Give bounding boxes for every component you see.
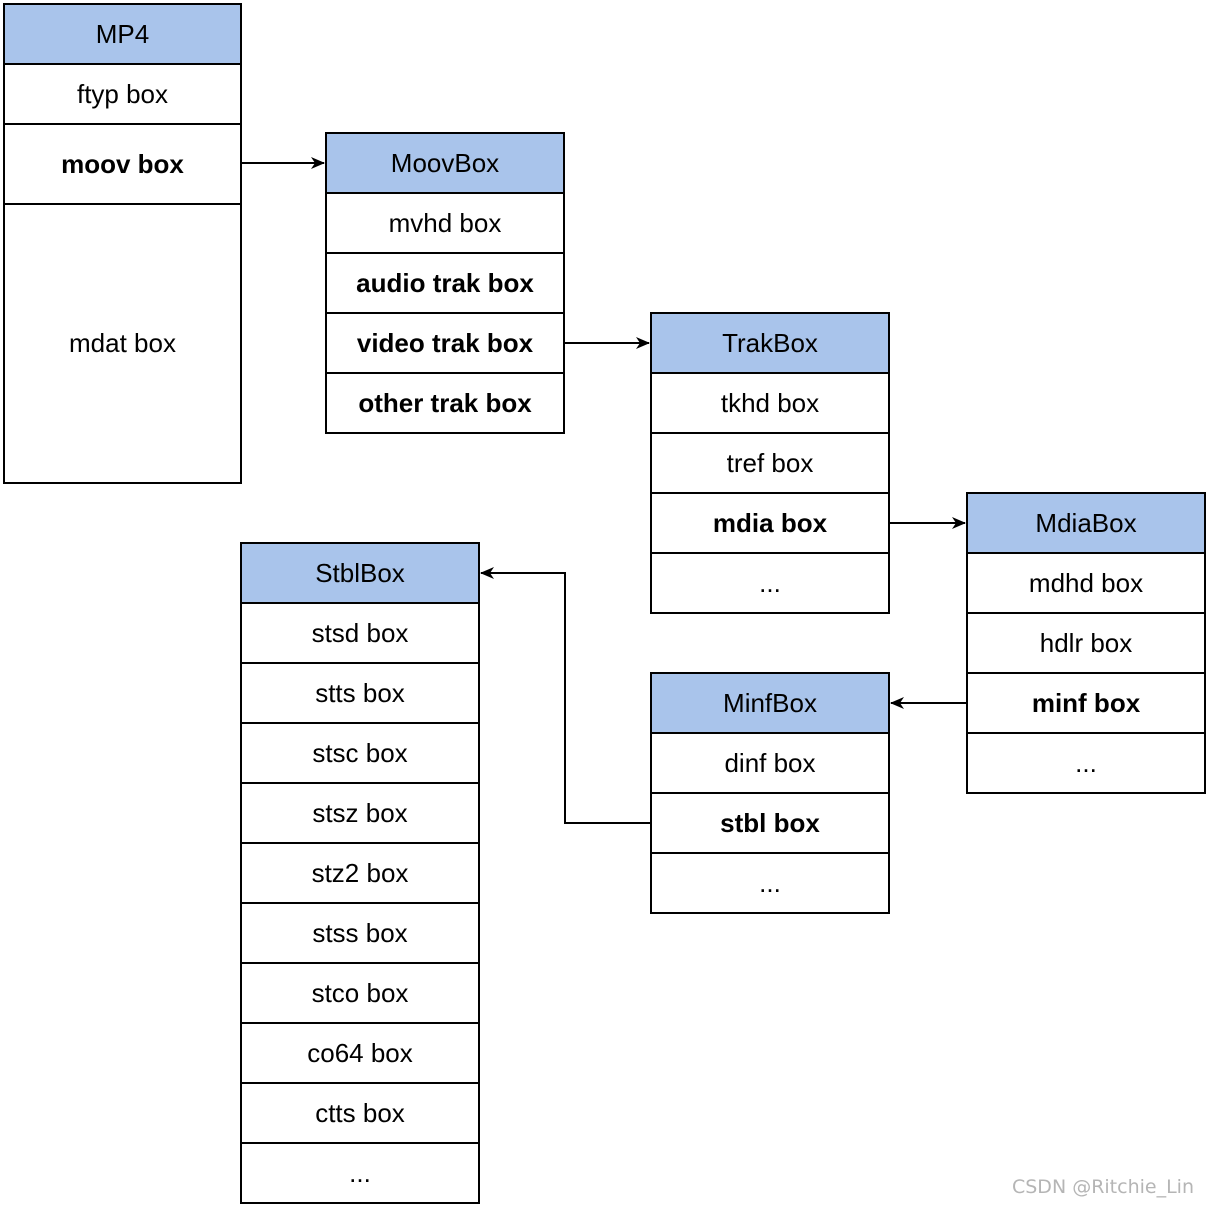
- dinf-box-cell: dinf box: [652, 732, 888, 792]
- mp4-box: MP4 ftyp box moov box mdat box: [3, 3, 242, 484]
- watermark-text: CSDN @Ritchie_Lin: [1011, 1176, 1194, 1198]
- minf-box-cell: minf box: [968, 672, 1204, 732]
- minfbox-more-cell: ...: [652, 852, 888, 912]
- audio-trak-box-cell: audio trak box: [327, 252, 563, 312]
- minfbox-title: MinfBox: [652, 674, 888, 732]
- mdiabox-more-cell: ...: [968, 732, 1204, 792]
- hdlr-box-cell: hdlr box: [968, 612, 1204, 672]
- co64-box-cell: co64 box: [242, 1022, 478, 1082]
- stco-box-cell: stco box: [242, 962, 478, 1022]
- stblbox-title: StblBox: [242, 544, 478, 602]
- arrow-stbl-to-stblbox: [480, 567, 651, 824]
- stsd-box-cell: stsd box: [242, 602, 478, 662]
- other-trak-box-cell: other trak box: [327, 372, 563, 432]
- stts-box-cell: stts box: [242, 662, 478, 722]
- trakbox-title: TrakBox: [652, 314, 888, 372]
- stsz-box-cell: stsz box: [242, 782, 478, 842]
- trakbox: TrakBox tkhd box tref box mdia box ...: [650, 312, 890, 614]
- stbl-box-cell: stbl box: [652, 792, 888, 852]
- tkhd-box-cell: tkhd box: [652, 372, 888, 432]
- ctts-box-cell: ctts box: [242, 1082, 478, 1142]
- video-trak-box-cell: video trak box: [327, 312, 563, 372]
- mdhd-box-cell: mdhd box: [968, 552, 1204, 612]
- stss-box-cell: stss box: [242, 902, 478, 962]
- trakbox-more-cell: ...: [652, 552, 888, 612]
- ftyp-box-cell: ftyp box: [5, 63, 240, 123]
- stblbox: StblBox stsd box stts box stsc box stsz …: [240, 542, 480, 1204]
- mdiabox: MdiaBox mdhd box hdlr box minf box ...: [966, 492, 1206, 794]
- stblbox-more-cell: ...: [242, 1142, 478, 1202]
- minfbox: MinfBox dinf box stbl box ...: [650, 672, 890, 914]
- mp4-title: MP4: [5, 5, 240, 63]
- moovbox: MoovBox mvhd box audio trak box video tr…: [325, 132, 565, 434]
- mdat-box-cell: mdat box: [5, 203, 240, 482]
- mvhd-box-cell: mvhd box: [327, 192, 563, 252]
- mdia-box-cell: mdia box: [652, 492, 888, 552]
- moov-box-cell: moov box: [5, 123, 240, 203]
- moovbox-title: MoovBox: [327, 134, 563, 192]
- stsc-box-cell: stsc box: [242, 722, 478, 782]
- mdiabox-title: MdiaBox: [968, 494, 1204, 552]
- tref-box-cell: tref box: [652, 432, 888, 492]
- stz2-box-cell: stz2 box: [242, 842, 478, 902]
